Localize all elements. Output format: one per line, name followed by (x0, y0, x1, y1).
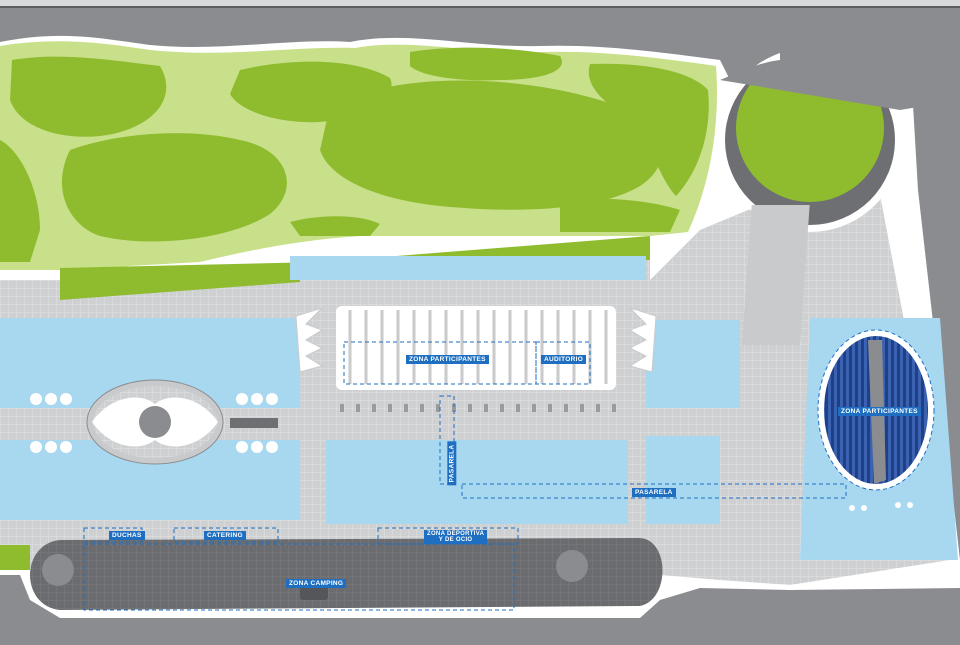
label-zona-camping: ZONA CAMPING (286, 579, 347, 588)
label-pasarela-vertical: PASARELA (447, 441, 457, 486)
top-strip (0, 0, 960, 6)
label-duchas: DUCHAS (109, 531, 145, 540)
label-zona-participantes: ZONA PARTICIPANTES (406, 355, 489, 364)
label-zona-deportiva-line1: ZONA DEPORTIVA (427, 531, 485, 537)
museum-building (295, 306, 657, 412)
park-fields (0, 47, 709, 262)
label-pasarela: PASARELA (632, 488, 676, 497)
label-catering: CATERING (204, 531, 246, 540)
label-auditorio: AUDITORIO (541, 355, 587, 364)
label-zona-deportiva-line2: Y DE OCIO (438, 537, 473, 543)
tower-structure (718, 40, 960, 345)
label-zona-participantes-stadium: ZONA PARTICIPANTES (838, 407, 921, 416)
eye-building (30, 379, 913, 511)
park-edge (60, 236, 650, 300)
label-zona-deportiva: ZONA DEPORTIVA Y DE OCIO (424, 530, 488, 544)
parking-road (30, 538, 663, 610)
